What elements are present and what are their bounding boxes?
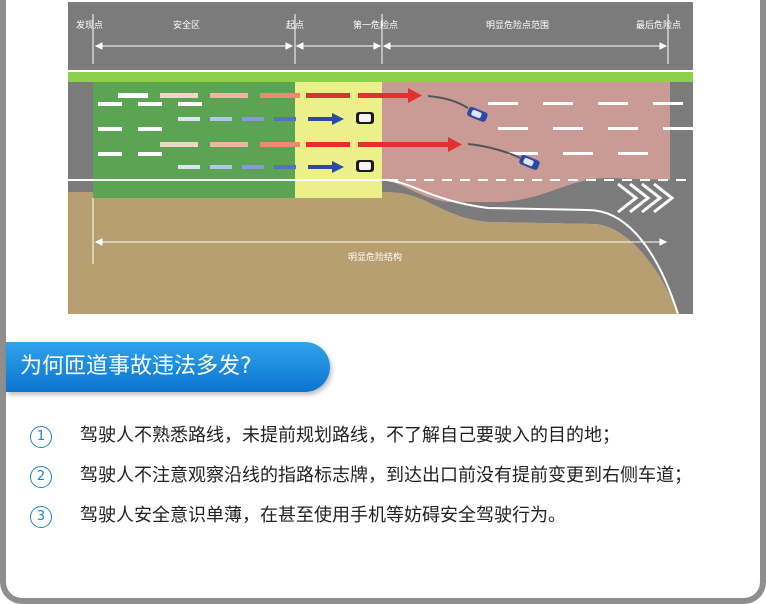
section-title: 为何匝道事故违法多发? — [6, 342, 330, 392]
road-verge — [68, 72, 693, 82]
label-safe-zone: 安全区 — [173, 19, 200, 31]
safe-zone — [93, 82, 295, 198]
list-item: 2 驾驶人不注意观察沿线的指路标志牌，到达出口前没有提前变更到右侧车道； — [30, 458, 750, 494]
item-number: 2 — [30, 466, 52, 488]
item-text: 驾驶人不熟悉路线，未提前规划路线，不了解自己要驶入的目的地； — [80, 425, 620, 446]
structure-measure — [92, 198, 668, 264]
blue-trajectory-arrows — [178, 113, 344, 173]
label-structure: 明显危险结构 — [348, 251, 402, 263]
item-number: 3 — [30, 506, 52, 528]
list-item: 3 驾驶人安全意识单薄，在甚至使用手机等妨碍安全驾驶行为。 — [30, 498, 750, 534]
ground — [68, 192, 678, 314]
label-first-danger: 第一危险点 — [353, 19, 398, 31]
label-last-danger: 最后危险点 — [636, 19, 681, 31]
item-text: 驾驶人安全意识单薄，在甚至使用手机等妨碍安全驾驶行为。 — [80, 505, 566, 526]
red-trajectory-arrows — [118, 88, 462, 152]
lane-markings — [98, 102, 693, 156]
reasons-list: 1 驾驶人不熟悉路线，未提前规划路线，不了解自己要驶入的目的地； 2 驾驶人不注… — [30, 418, 750, 534]
label-band — [68, 2, 693, 70]
gore-chevrons — [617, 182, 675, 214]
warning-zone — [295, 82, 382, 198]
item-text: 驾驶人不注意观察沿线的指路标志牌，到达出口前没有提前变更到右侧车道； — [80, 465, 692, 486]
exit-ramp — [388, 180, 693, 314]
list-item: 1 驾驶人不熟悉路线，未提前规划路线，不了解自己要驶入的目的地； — [30, 418, 750, 454]
car-icons — [356, 95, 540, 172]
label-discovery: 发现点 — [76, 19, 103, 31]
ramp-danger-diagram: 发现点 安全区 起点 第一危险点 明显危险点范围 最后危险点 明显危险结构 — [68, 2, 693, 314]
measure-lines — [92, 14, 669, 64]
label-danger-range: 明显危险点范围 — [486, 19, 549, 31]
item-number: 1 — [30, 426, 52, 448]
danger-zone — [382, 82, 670, 202]
